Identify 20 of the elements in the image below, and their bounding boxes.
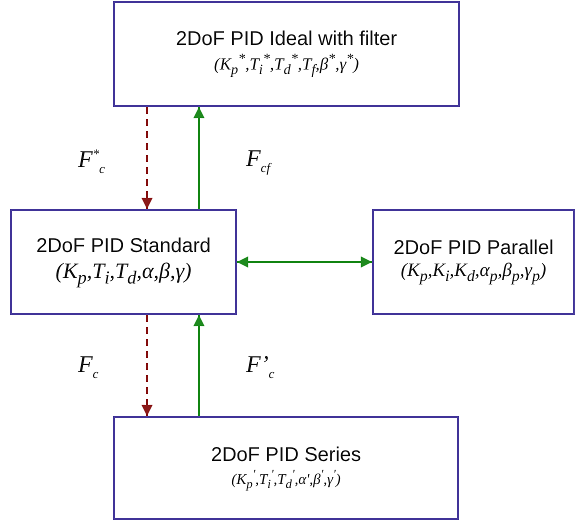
edge-label: F’$_{c}$	[246, 352, 274, 382]
process-box	[113, 416, 459, 520]
arrow	[236, 256, 372, 268]
process-box	[10, 209, 237, 315]
arrow	[141, 107, 153, 210]
box-title: 2DoF PID Parallel	[393, 237, 554, 260]
box-title: 2DoF PID Standard	[36, 234, 211, 258]
box-title: 2DoF PID Series	[210, 444, 362, 467]
parameter-list: (K$_{p}$,K$_{i}$,K$_{d}$,α$_{p}$,β$_{p}$,γ$_{p}$)	[400, 260, 546, 287]
process-box	[372, 209, 575, 315]
process-box	[113, 1, 460, 107]
edge-label: F$_{cf}$	[246, 146, 270, 176]
arrow	[193, 314, 205, 416]
parameter-list: (K$_{p}$$^{*}$,T$_{i}$$^{*}$,T$_{d}$$^{*}$,T$_{f}$,β$^{*}$,γ$^{*}$)	[214, 51, 359, 80]
arrow	[141, 315, 153, 416]
parameter-list: (K$_{p}$$^{'}$,T$_{i}$$^{'}$,T$_{d}$$^{'}$,α',β$^{'}$,γ$^{'}$)	[231, 467, 341, 492]
parameter-list: (K$_{p}$,T$_{i}$,T$_{d}$,α,β,γ)	[56, 258, 192, 290]
edge-label: F$_{c}$	[78, 352, 98, 382]
box-title: 2DoF PID Ideal with filter	[176, 28, 398, 52]
arrow	[193, 106, 205, 209]
